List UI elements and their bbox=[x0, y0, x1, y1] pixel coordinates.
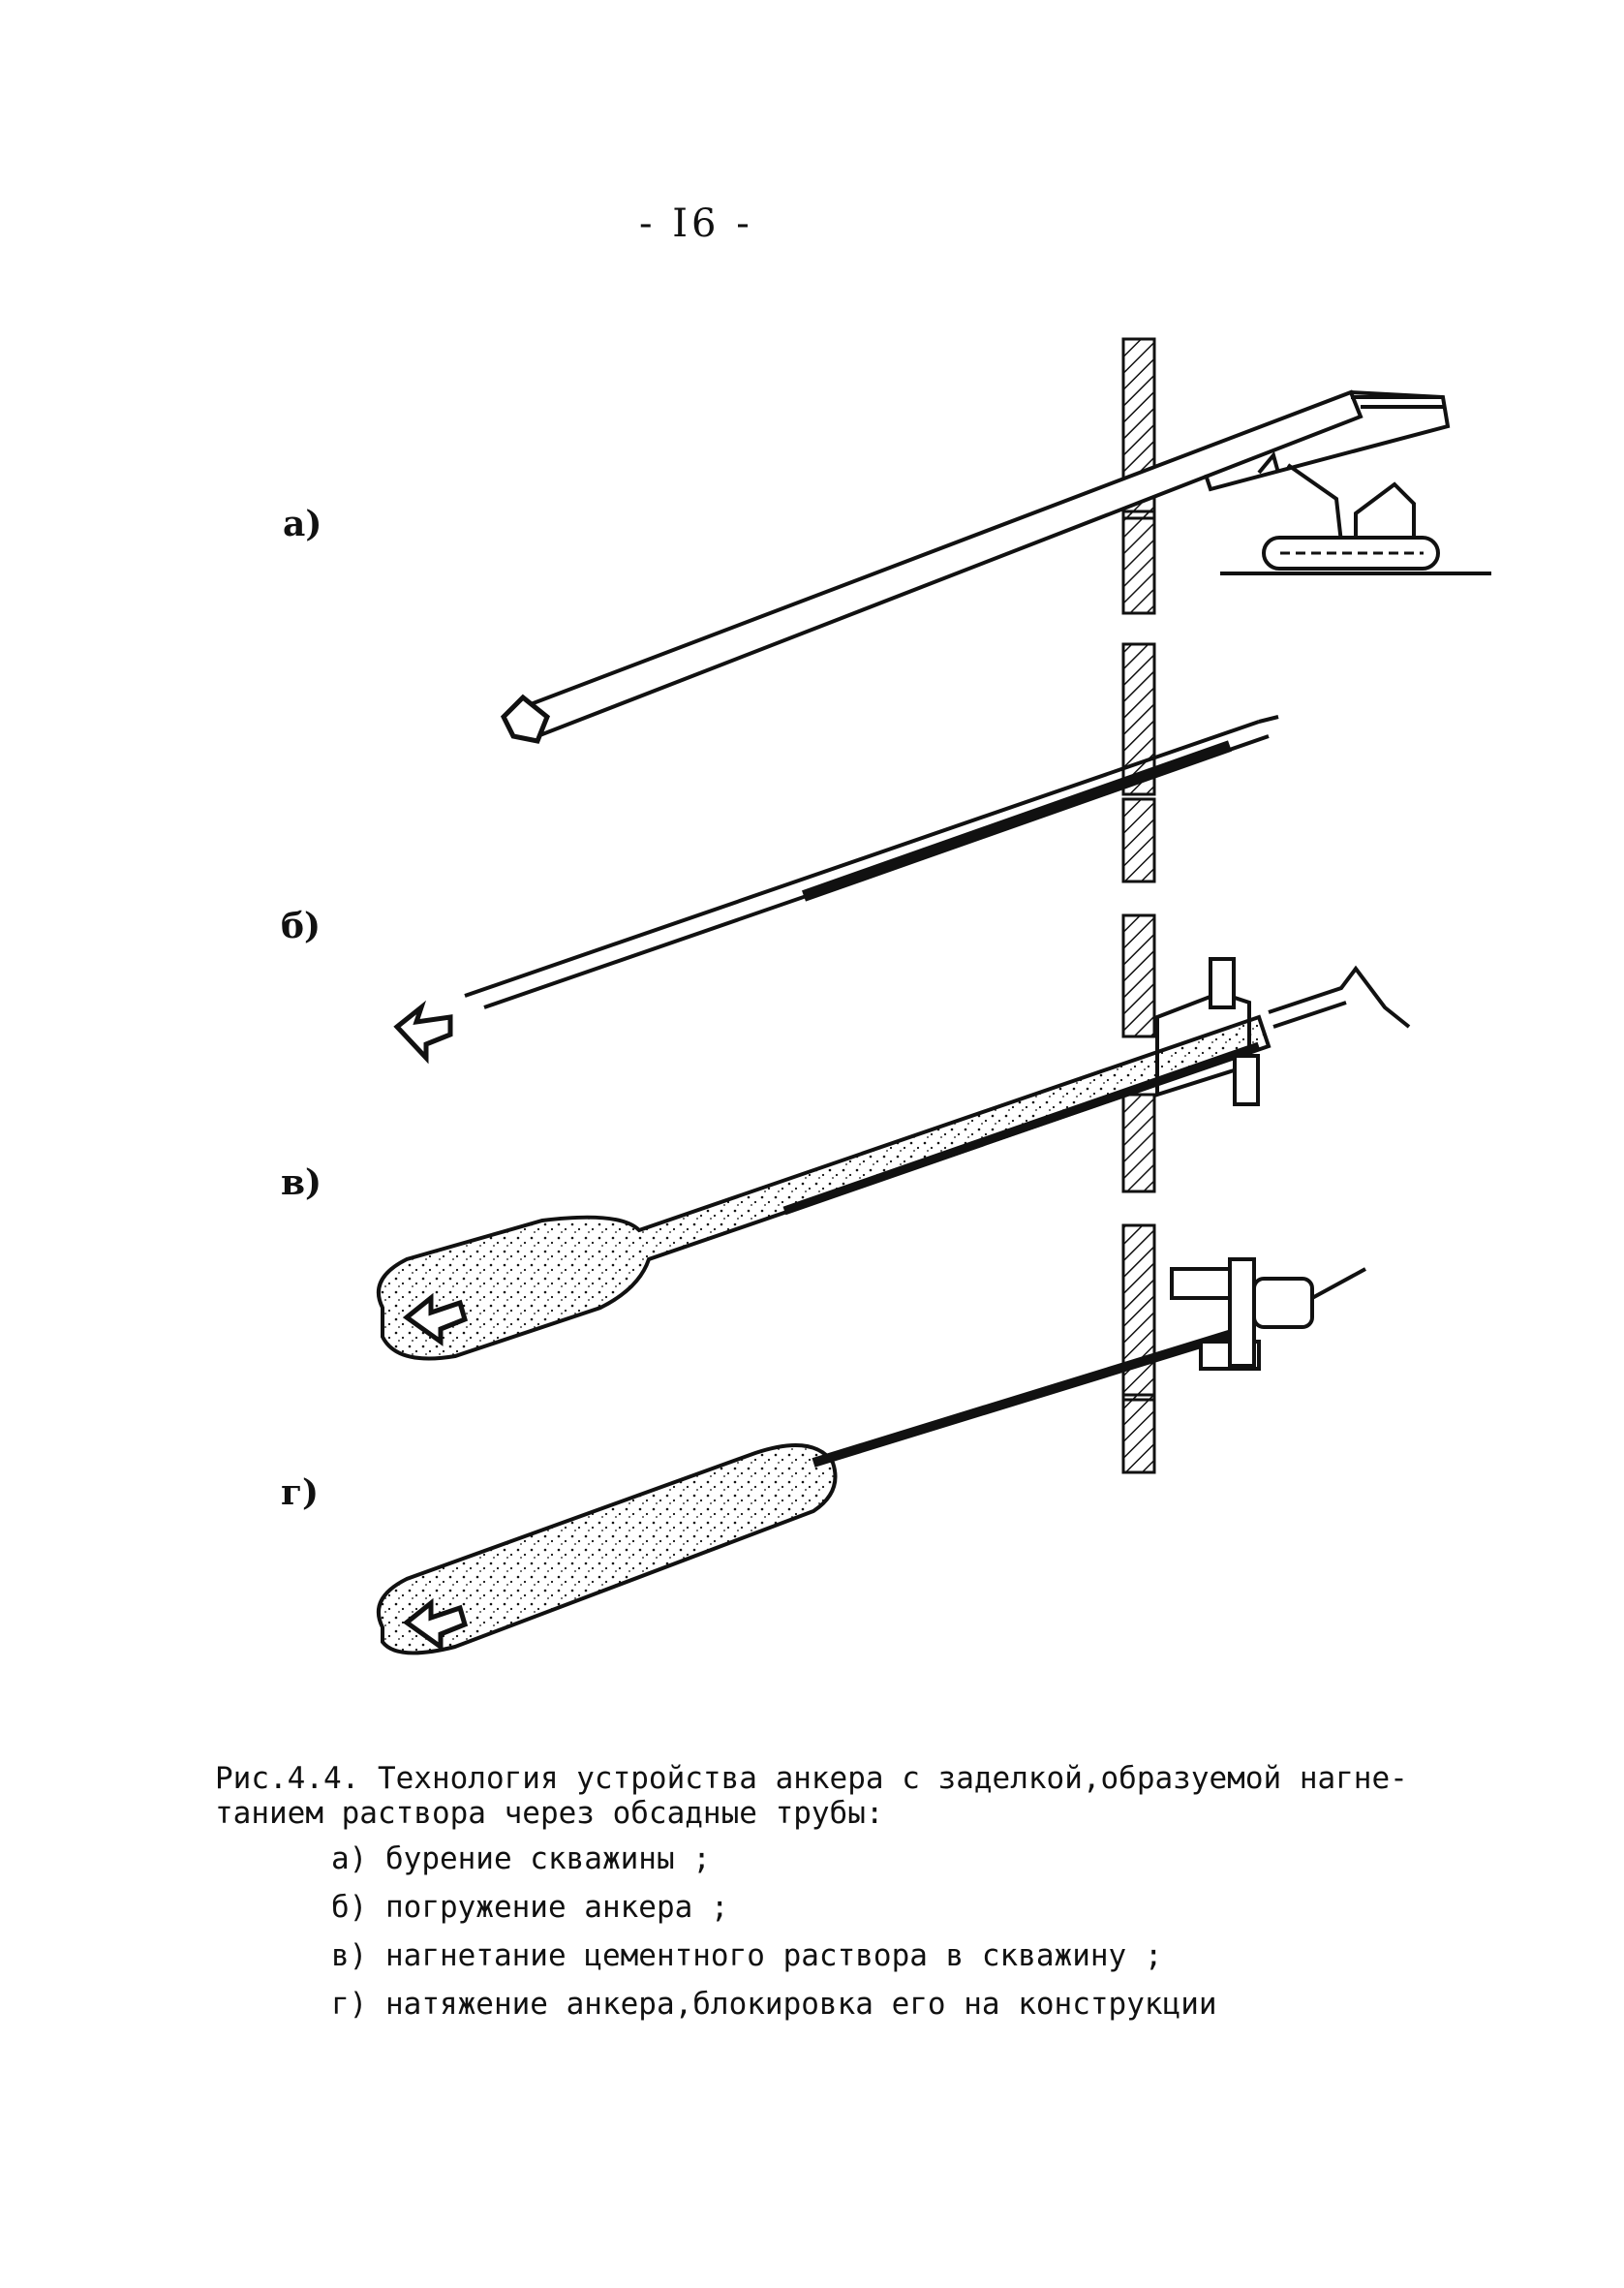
anchor-installation-figure bbox=[377, 337, 1491, 1655]
caption-line-2: танием раствора через обсадные трубы: bbox=[215, 1796, 884, 1831]
page-number: - I6 - bbox=[639, 201, 753, 246]
step-g-tensioning bbox=[377, 1257, 1366, 1655]
caption-line-1: Рис.4.4. Технология устройства анкера с … bbox=[215, 1761, 1408, 1796]
step-label-g: г) bbox=[281, 1472, 320, 1513]
caption-step-v: в) нагнетание цементного раствора в сква… bbox=[331, 1938, 1163, 1973]
caption-step-list: а) бурение скважины ; б) погружение анке… bbox=[331, 1835, 1474, 2028]
step-v-grout-injection bbox=[377, 957, 1411, 1361]
step-a-drilling bbox=[500, 389, 1491, 744]
caption-step-g: г) натяжение анкера,блокировка его на ко… bbox=[331, 1987, 1217, 2022]
retaining-wall bbox=[1121, 337, 1156, 1474]
caption-step-a: а) бурение скважины ; bbox=[331, 1841, 711, 1876]
step-label-b: б) bbox=[281, 906, 322, 946]
caption-step-b: б) погружение анкера ; bbox=[331, 1890, 729, 1925]
step-label-a: а) bbox=[283, 504, 322, 544]
step-b-anchor-insertion bbox=[393, 715, 1279, 1065]
step-label-v: в) bbox=[281, 1162, 322, 1203]
figure-caption: Рис.4.4. Технология устройства анкера с … bbox=[215, 1761, 1474, 2028]
